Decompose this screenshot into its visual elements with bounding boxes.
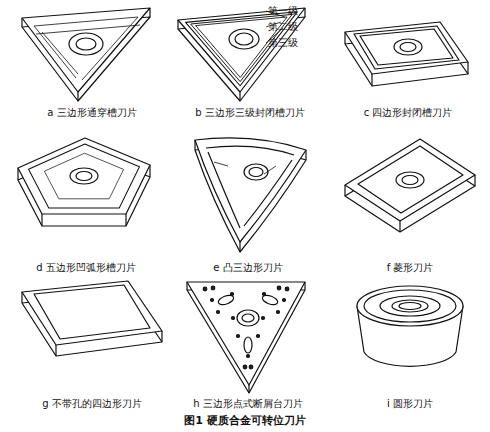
figure-caption: 图1 硬质合金可转位刀片 xyxy=(184,414,305,427)
callout-label: 第三级 xyxy=(268,37,298,49)
triangle-dot-breaker-insert xyxy=(187,282,305,393)
insert-caption: b 三边形三级封闭槽刀片 xyxy=(195,107,305,119)
insert-caption: g 不带孔的四边形刀片 xyxy=(42,398,142,410)
insert-caption: a 三边形通穿槽刀片 xyxy=(47,107,136,119)
convex-trigon-insert xyxy=(195,138,306,252)
triangle-three-level-groove-insert xyxy=(178,8,305,101)
insert-caption: c 四边形封闭槽刀片 xyxy=(364,107,453,119)
callout-label: 第二级 xyxy=(268,21,298,33)
callout-label: 第一级 xyxy=(268,5,298,17)
insert-caption: d 五边形凹弧形槽刀片 xyxy=(36,262,136,274)
square-closed-groove-insert xyxy=(345,22,468,86)
insert-caption: f 菱形刀片 xyxy=(387,262,434,274)
insert-caption: h 三边形点式断屑台刀片 xyxy=(193,398,303,410)
square-no-hole-insert xyxy=(22,281,162,356)
rhombus-insert xyxy=(345,139,475,232)
insert-caption: i 圆形刀片 xyxy=(387,398,433,410)
round-insert xyxy=(357,286,463,366)
insert-caption: e 凸三边形刀片 xyxy=(213,262,282,274)
pentagon-concave-groove-insert xyxy=(18,138,150,226)
triangle-through-groove-insert xyxy=(22,8,150,101)
